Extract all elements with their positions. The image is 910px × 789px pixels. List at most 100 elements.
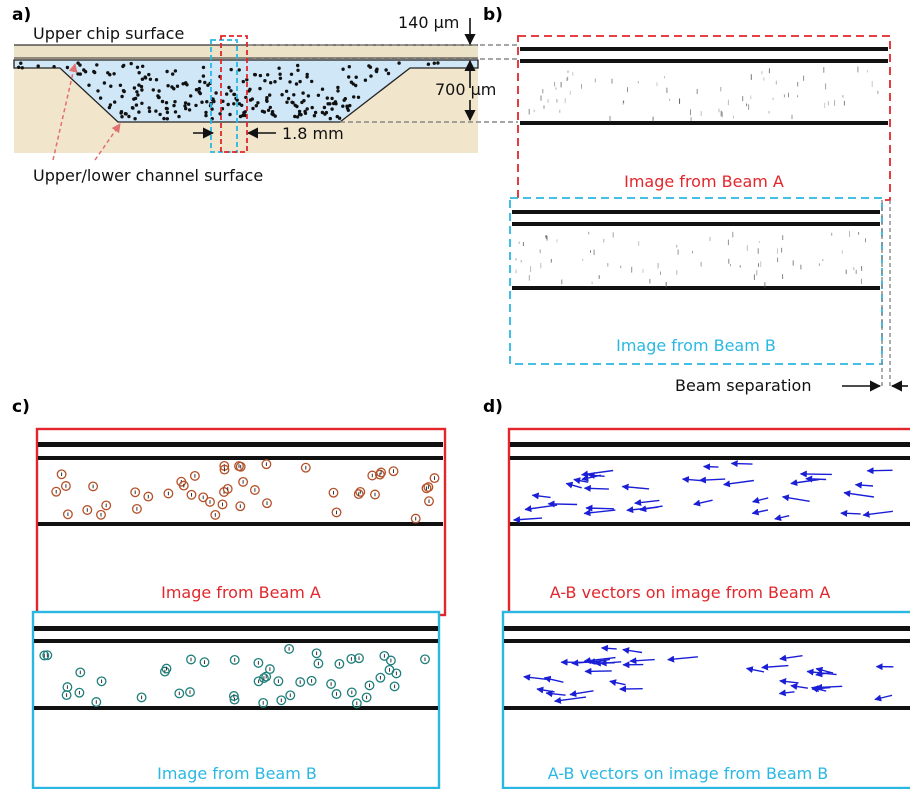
particle [201,65,206,70]
d-beam-a-caption: A-B vectors on image from Beam A [550,583,831,602]
c-beam-a-wall-top-2 [38,456,443,460]
particle [265,98,269,102]
particle-marker [228,691,239,701]
chip-upper-layer [14,45,478,58]
particle [20,66,24,70]
particle [19,61,23,65]
particle [147,109,152,114]
beam-a-wall-bottom [520,121,888,125]
particle-marker [39,650,50,661]
particle [98,96,103,100]
particle [352,95,356,99]
c-beam-b-caption: Image from Beam B [157,764,317,783]
particle [140,88,144,92]
particle-marker [353,489,364,500]
particle [87,83,91,87]
particle-marker [88,481,99,492]
particle [96,89,100,93]
upper-chip-surface-label: Upper chip surface [33,24,184,43]
particle-marker [163,488,174,499]
displacement-vector [600,644,617,652]
particle [305,72,309,77]
particle [349,80,354,84]
particle [137,110,141,114]
particle [119,110,124,114]
beam-b-displacement-vectors [523,644,894,704]
particle-marker [199,657,210,668]
particle [197,87,201,91]
particle [127,114,131,119]
particle [253,72,257,77]
displacement-vector [811,685,831,693]
particle-marker [295,677,306,688]
beam-b-detected-particles [39,643,430,709]
particle [133,117,137,121]
particle [218,112,222,116]
particle [292,93,296,97]
displacement-vector [583,656,616,664]
particle-marker [384,664,395,675]
particle-marker [235,501,246,512]
particle [289,72,294,77]
particle-marker [285,690,296,701]
displacement-vector [790,478,820,487]
particle [348,103,352,108]
particle [204,110,208,115]
particle-marker [96,676,107,687]
beam-b-wall-bottom [512,286,880,290]
particle [225,92,229,96]
particle [330,96,334,101]
particle [322,105,327,110]
d-beam-b-wall-top-2 [504,639,910,643]
particle-marker [346,687,357,698]
displacement-vector [573,477,589,485]
particle [131,106,135,110]
particle [293,114,297,119]
particle [268,93,272,97]
particle [172,87,176,91]
particle [294,82,299,86]
particle [36,64,40,68]
particle-marker [178,480,189,491]
particle-marker [42,650,53,661]
particle [235,98,239,102]
particle [140,77,145,81]
displacement-vector [547,500,578,508]
particle [134,103,139,107]
particle [221,99,225,104]
particle-marker [222,483,233,494]
particle-marker [130,487,141,498]
particle [312,114,317,118]
particle [290,100,294,105]
particle [108,73,112,77]
c-beam-a-wall-bottom [38,522,443,526]
particle-marker [161,663,172,674]
particle [240,103,244,108]
particle [214,91,218,95]
particle [266,73,270,77]
particle [187,108,192,112]
particle [183,104,187,108]
particle-marker [62,509,73,520]
particle [238,114,243,119]
displacement-vector [513,516,543,524]
displacement-vector [781,494,810,502]
particle [139,84,144,89]
particle [356,95,361,100]
particle-marker [189,470,200,481]
particle [293,103,297,108]
particle [112,72,116,76]
displacement-vector [866,467,893,475]
particle [204,113,208,118]
particle [194,103,198,108]
particle [320,87,325,91]
particle [162,116,166,121]
particle-marker [235,461,246,472]
panel-label-c: c) [12,397,30,417]
particle [258,73,263,78]
particle [285,100,289,104]
particle [295,115,300,119]
particle [102,81,107,85]
displacement-vector [565,481,582,489]
beam-b-image-caption: Image from Beam B [616,336,776,355]
